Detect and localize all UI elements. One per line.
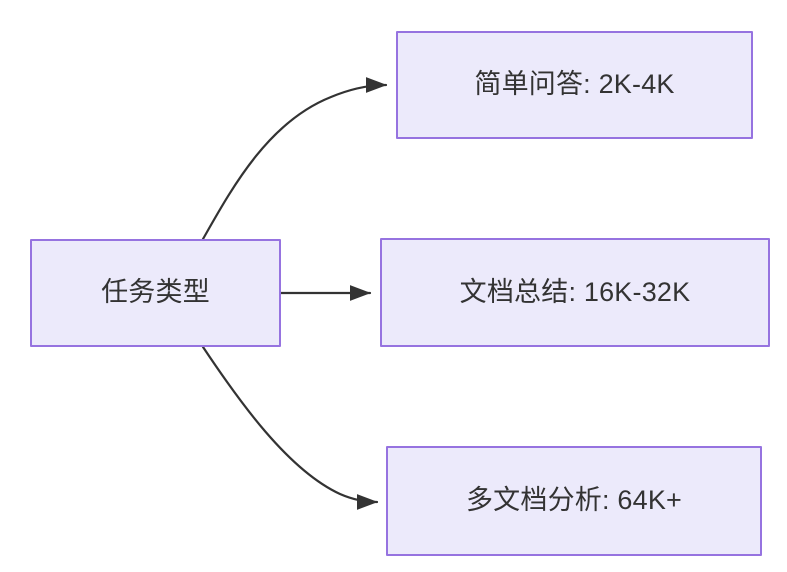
node-task-type[interactable]: 任务类型 (30, 239, 281, 347)
edge-source-to-simple (201, 77, 388, 241)
node-label-task-type: 任务类型 (101, 277, 210, 308)
node-label-multi-document-analysis: 多文档分析: 64K+ (465, 485, 682, 516)
edge-source-to-multidoc (201, 345, 379, 510)
node-label-simple-qa: 简单问答: 2K-4K (474, 69, 675, 100)
node-simple-qa[interactable]: 简单问答: 2K-4K (396, 31, 753, 139)
node-document-summary[interactable]: 文档总结: 16K-32K (380, 238, 770, 347)
node-multi-document-analysis[interactable]: 多文档分析: 64K+ (386, 446, 762, 556)
node-label-document-summary: 文档总结: 16K-32K (459, 276, 691, 307)
